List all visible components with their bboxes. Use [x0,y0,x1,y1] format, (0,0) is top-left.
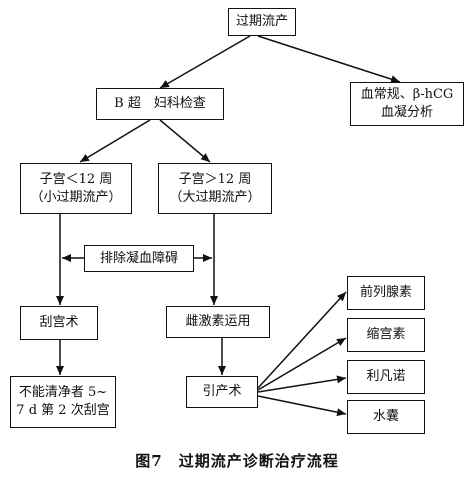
method-water-bag-label: 水囊 [372,409,399,425]
small-line1: 子宫＜12 周 [39,171,113,187]
arrow-start-to-lab [257,35,401,84]
lab-tests-line1: 血常规、β-hCG [360,87,454,103]
large-line2: （大过期流产） [169,189,261,205]
induction-label: 引产术 [202,384,242,400]
coagulation-node: 排除凝血障碍 [84,245,194,272]
method-water-bag-node: 水囊 [347,400,425,434]
second-curettage-node: 不能清净者 5~ 7 d 第 2 次刮宫 [10,376,116,428]
arrow-ultrasound-to-small [79,119,151,163]
ultrasound-label: B 超 妇科检查 [114,96,206,112]
arrow-induction-to-m1 [257,291,347,389]
estrogen-label: 雌激素运用 [185,314,251,330]
second-line1: 不能清净者 5~ [18,385,108,401]
ultrasound-node: B 超 妇科检查 [96,88,224,120]
coagulation-label: 排除凝血障碍 [99,250,178,266]
arrow-induction-to-m2 [257,337,347,391]
large-missed-abortion-node: 子宫＞12 周 （大过期流产） [158,163,272,214]
method-prostaglandin-node: 前列腺素 [347,276,425,310]
second-line2: 7 d 第 2 次刮宫 [16,403,110,418]
arrow-start-to-ultrasound [159,35,251,89]
estrogen-node: 雌激素运用 [166,306,270,338]
induction-node: 引产术 [186,376,258,408]
arrow-induction-to-m4 [257,395,347,417]
method-oxytocin-label: 缩宫素 [366,327,406,343]
method-oxytocin-node: 缩宫素 [347,318,425,352]
start-node-label: 过期流产 [235,14,288,30]
method-rivanol-label: 利凡诺 [366,369,406,385]
arrow-ultrasound-to-large [159,119,211,163]
large-line1: 子宫＞12 周 [178,171,252,187]
small-missed-abortion-node: 子宫＜12 周 （小过期流产） [20,163,132,214]
lab-tests-node: 血常规、β-hCG 血凝分析 [350,82,464,126]
curettage-label: 刮宫术 [39,315,79,331]
curettage-node: 刮宫术 [20,306,98,340]
lab-tests-line2: 血凝分析 [380,105,433,120]
start-node: 过期流产 [228,8,296,36]
method-prostaglandin-label: 前列腺素 [359,285,412,301]
arrow-induction-to-m3 [257,375,347,393]
figure-caption: 图7 过期流产诊断治疗流程 [135,452,339,470]
method-rivanol-node: 利凡诺 [347,360,425,394]
small-line2: （小过期流产） [30,189,122,205]
